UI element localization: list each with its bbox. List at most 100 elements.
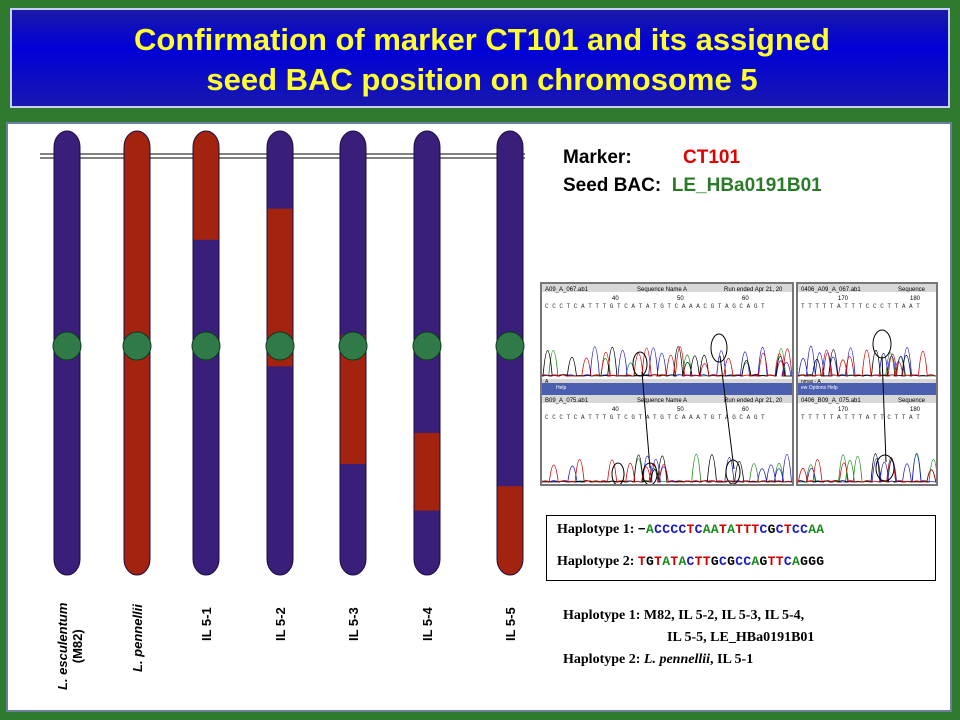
trace-curves-right-top [796, 345, 938, 377]
trace-header-bar-bottom [542, 395, 792, 403]
centromere [495, 331, 525, 361]
trace-curve [798, 457, 937, 483]
window-menu-strip-right [798, 379, 936, 383]
centromere [191, 331, 221, 361]
chromosome-label-2: L. pennellii [130, 604, 145, 672]
chromosome-outline [413, 130, 441, 576]
trace-seq-right-bottom: T T T T T A T T T A T T C T T A T [801, 414, 920, 421]
haplotype-1-label: Haplotype 1: [557, 522, 635, 537]
trace-curve [541, 454, 793, 483]
chromosome-3 [191, 130, 221, 576]
trace-header-bar-right-bottom [798, 395, 936, 403]
trace-curves-right-bottom [794, 452, 939, 483]
title-line-2: seed BAC position on chromosome 5 [206, 62, 758, 97]
haplotype-1-sequence: −ACCCCTCAATATTTCGCTCCAA [637, 522, 825, 537]
summary-h1-label: Haplotype 1: [563, 608, 641, 623]
chromosome-outline [123, 130, 151, 576]
tick-170: 170 [838, 296, 849, 302]
trace-panel-left: A09_A_067.ab1 Sequence Name A Run ended … [539, 282, 794, 486]
chromatogram-left: A09_A_067.ab1 Sequence Name A Run ended … [539, 284, 794, 486]
chromosome-outline [496, 130, 524, 576]
marker-info: Marker:CT101 Seed BAC: LE_HBa0191B01 [563, 144, 822, 200]
snp-line-3 [881, 355, 887, 463]
trace-header-text-2: Sequence Name A [637, 287, 687, 293]
haplotype-sequence-box: Haplotype 1: −ACCCCTCAATATTTCGCTCCAA Hap… [546, 515, 936, 581]
summary-h1-text-2: IL 5-5, LE_HBa0191B01 [667, 630, 815, 645]
chromosome-5 [338, 130, 368, 576]
title-line-1: Confirmation of marker CT101 and its ass… [134, 22, 830, 57]
tick-60: 60 [742, 296, 749, 302]
haplotype-1-row: Haplotype 1: −ACCCCTCAATATTTCGCTCCAA [557, 522, 824, 538]
menu-right[interactable]: nmas - A [801, 379, 821, 385]
menu-right-items[interactable]: ew Options Help [801, 385, 838, 391]
seed-bac-value: LE_HBa0191B01 [671, 175, 822, 196]
introgression-segment [193, 131, 219, 240]
introgression-segment [497, 486, 523, 575]
tick-50: 50 [677, 296, 684, 302]
chromosome-label-1: L. esculentum(M82) [55, 603, 85, 690]
trace-header-right-2: Sequence [898, 287, 926, 293]
chromosome-label-6: IL 5-4 [420, 607, 435, 641]
trace-header-right-bottom-2: Sequence [898, 398, 926, 404]
chromosome-1 [52, 130, 82, 576]
title-box: Confirmation of marker CT101 and its ass… [10, 8, 950, 108]
trace-header-text-bottom-2: Sequence Name A [637, 398, 687, 404]
introgression-segment [414, 432, 440, 511]
snp-line-2 [719, 355, 735, 470]
snp-circle-7-bottom [875, 454, 895, 482]
summary-h1-text: M82, IL 5-2, IL 5-3, IL 5-4, [643, 608, 805, 623]
trace-curve [541, 454, 792, 483]
snp-circle-2-top [710, 333, 728, 363]
centromere [265, 331, 295, 361]
seed-bac-label: Seed BAC: [563, 175, 662, 196]
tick-60-bottom: 60 [742, 407, 749, 413]
centromere [52, 331, 82, 361]
marker-label: Marker: [563, 147, 632, 168]
chromosome-label-line1: L. esculentum [55, 602, 70, 690]
trace-header-bar-right [798, 284, 936, 292]
haplotype-2-label: Haplotype 2: [557, 554, 635, 569]
trace-panel-right: 0406_A09_A_067.ab1 Sequence 170 180 T T … [794, 282, 939, 486]
trace-seq-right-top: T T T T T A T T T C C C T T A A T [801, 303, 920, 310]
tick-40: 40 [612, 296, 619, 302]
chromatogram-right: 0406_A09_A_067.ab1 Sequence 170 180 T T … [794, 284, 939, 483]
chromosome-outline [53, 130, 81, 576]
chromosome-label-3: IL 5-1 [199, 607, 214, 641]
snp-line-1 [641, 371, 651, 469]
centromere [122, 331, 152, 361]
menu-help[interactable]: Help [556, 385, 567, 391]
chromosome-outline [339, 130, 367, 576]
trace-curve [541, 459, 793, 483]
trace-seq-top: C C C T C A T T T G T C A T A T G T C A … [545, 303, 765, 310]
trace-curve [797, 454, 936, 483]
trace-header-right-bottom: 0406_B09_A_075.ab1 [801, 398, 861, 404]
chromosome-label-7: IL 5-5 [503, 607, 518, 641]
tick-180-bottom: 180 [910, 407, 921, 413]
snp-circle-6-top [872, 329, 892, 359]
tick-180: 180 [910, 296, 921, 302]
menu-a[interactable]: A [545, 379, 549, 385]
trace-run-text-bottom: Run ended Apr 21, 20 [724, 398, 783, 404]
trace-curves-bottom [540, 453, 794, 483]
tick-170-bottom: 170 [838, 407, 849, 413]
chromosome-diagram [40, 130, 525, 576]
centromere [338, 331, 368, 361]
trace-curve [797, 352, 938, 377]
chromosome-outline [266, 130, 294, 576]
trace-seq-bottom: C C C T C A T T T G T C G T A T G T C A … [545, 414, 765, 421]
summary-h2-label: Haplotype 2: [563, 652, 641, 667]
trace-header-bar [542, 284, 792, 292]
centromere [412, 331, 442, 361]
trace-curve [539, 346, 793, 377]
chromosome-label-line2: (M82) [70, 629, 85, 664]
trace-run-text: Run ended Apr 21, 20 [724, 287, 783, 293]
trace-header-text-bottom: B09_A_075.ab1 [545, 398, 589, 404]
trace-curve [540, 453, 794, 483]
summary-h2-species: L. pennellii [643, 652, 711, 667]
chromosome-2 [122, 130, 152, 576]
slide-title: Confirmation of marker CT101 and its ass… [12, 20, 952, 100]
tick-40-bottom: 40 [612, 407, 619, 413]
content-panel [6, 122, 952, 712]
summary-h2-text: , IL 5-1 [710, 652, 754, 667]
